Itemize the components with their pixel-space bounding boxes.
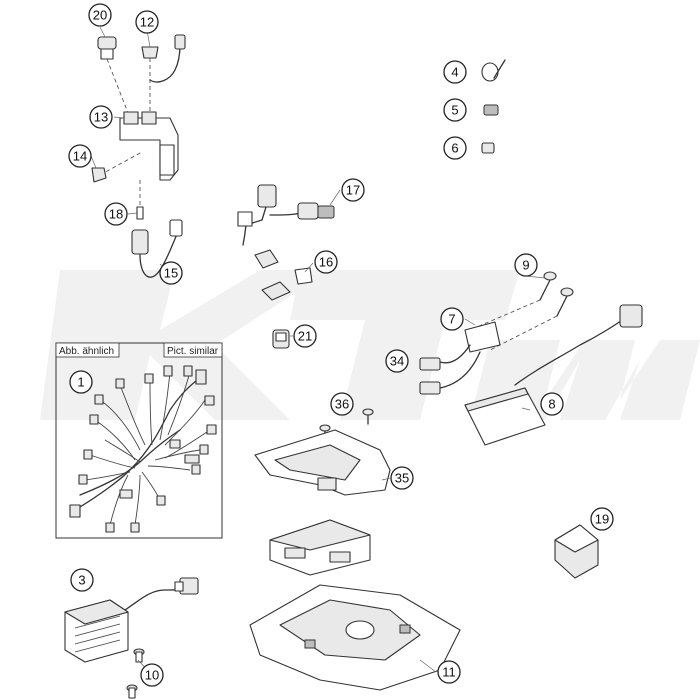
svg-text:1: 1: [77, 375, 84, 390]
inset-label-german: Abb. ähnlich: [59, 346, 114, 357]
part-main-wiring-harness: [69, 365, 217, 533]
svg-text:13: 13: [94, 110, 108, 125]
svg-text:35: 35: [395, 471, 409, 486]
svg-text:14: 14: [73, 149, 87, 164]
svg-text:19: 19: [595, 512, 609, 527]
callout-9: 9: [514, 253, 538, 277]
svg-text:36: 36: [335, 397, 349, 412]
callout-6: 6: [443, 136, 467, 160]
callout-11: 11: [437, 660, 461, 684]
inset-box-wiring-harness: Abb. ähnlich Pict. similar: [55, 342, 223, 539]
part-tray-holder: [249, 584, 461, 691]
callout-15: 15: [159, 261, 183, 285]
callout-20: 20: [88, 3, 112, 27]
svg-text:11: 11: [442, 665, 456, 680]
callout-5: 5: [443, 98, 467, 122]
part-bracket-lead: [419, 299, 558, 395]
callout-8: 8: [540, 392, 564, 416]
svg-text:6: 6: [451, 141, 458, 156]
callout-18: 18: [104, 202, 128, 226]
part-screws: [126, 648, 145, 699]
callout-36: 36: [330, 392, 354, 416]
svg-text:16: 16: [319, 255, 333, 270]
part-long-screws: [539, 271, 574, 317]
leader-lines: [90, 26, 546, 676]
svg-text:20: 20: [93, 8, 107, 23]
part-clip: [483, 104, 499, 116]
part-sensor-lead: [237, 184, 335, 246]
callout-10: 10: [140, 663, 164, 687]
part-engine-control-module: [269, 519, 371, 576]
callout-3: 3: [70, 568, 94, 592]
callout-14: 14: [68, 144, 92, 168]
svg-text:15: 15: [164, 266, 178, 281]
svg-text:8: 8: [548, 397, 555, 412]
callout-35: 35: [390, 466, 414, 490]
part-switch-holder-assembly: [91, 34, 186, 220]
callout-19: 19: [590, 507, 614, 531]
part-rubber-cap: [554, 524, 599, 579]
callout-34: 34: [385, 349, 409, 373]
part-relay: [272, 329, 290, 349]
svg-text:3: 3: [78, 573, 85, 588]
svg-text:17: 17: [346, 183, 360, 198]
svg-text:34: 34: [390, 354, 404, 369]
part-control-unit: [464, 304, 643, 446]
callout-1: 1: [69, 370, 93, 394]
svg-text:12: 12: [140, 15, 154, 30]
part-cable-clips: [254, 249, 313, 301]
part-small-screws: [319, 408, 374, 441]
svg-text:18: 18: [109, 207, 123, 222]
callout-21: 21: [293, 324, 317, 348]
svg-text:10: 10: [145, 668, 159, 683]
inset-label-english: Pict. similar: [167, 346, 219, 357]
part-electronics-holder: [254, 429, 391, 496]
ktm-watermark-logo: [40, 270, 700, 420]
callout-4: 4: [443, 60, 467, 84]
callout-13: 13: [89, 105, 113, 129]
svg-text:5: 5: [451, 103, 458, 118]
callout-12: 12: [135, 10, 159, 34]
part-voltage-regulator: [64, 577, 199, 663]
svg-text:4: 4: [451, 65, 458, 80]
svg-text:21: 21: [298, 329, 312, 344]
callout-7: 7: [440, 307, 464, 331]
callout-16: 16: [314, 250, 338, 274]
svg-text:7: 7: [448, 312, 455, 327]
part-holder: [481, 142, 495, 154]
part-cable-tie: [481, 59, 506, 82]
callout-17: 17: [341, 178, 365, 202]
svg-text:9: 9: [522, 258, 529, 273]
